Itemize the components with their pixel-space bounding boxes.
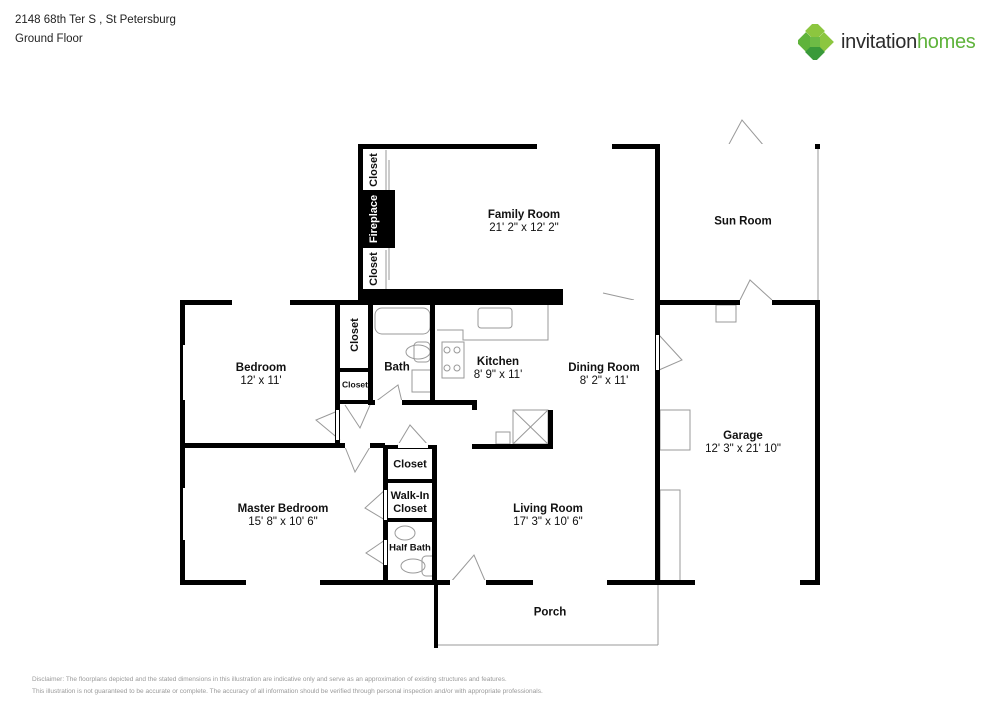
- closet-family-bottom: Closet: [368, 252, 380, 286]
- disclaimer-line-2: This illustration is not guaranteed to b…: [32, 688, 543, 695]
- clover-diamond-icon: [798, 24, 834, 60]
- closet-hall: Closet: [393, 458, 427, 471]
- closet-bedroom-small: Closet: [342, 379, 368, 390]
- brand-logo: invitationhomes: [798, 24, 976, 60]
- half-bath: Half Bath: [389, 542, 431, 554]
- fireplace: Fireplace: [368, 194, 380, 244]
- address-text: 2148 68th Ter S , St Petersburg: [15, 14, 176, 26]
- closet-family-top: Closet: [368, 153, 380, 187]
- room-bath: Bath: [384, 361, 410, 374]
- closet-bedroom-vertical: Closet: [349, 318, 361, 352]
- room-porch: Porch: [533, 606, 567, 619]
- floor-label: Ground Floor: [15, 33, 83, 45]
- disclaimer-line-1: Disclaimer: The floorplans depicted and …: [32, 676, 507, 683]
- room-sun-room: Sun Room: [714, 215, 772, 228]
- brand-name: invitationhomes: [841, 30, 976, 53]
